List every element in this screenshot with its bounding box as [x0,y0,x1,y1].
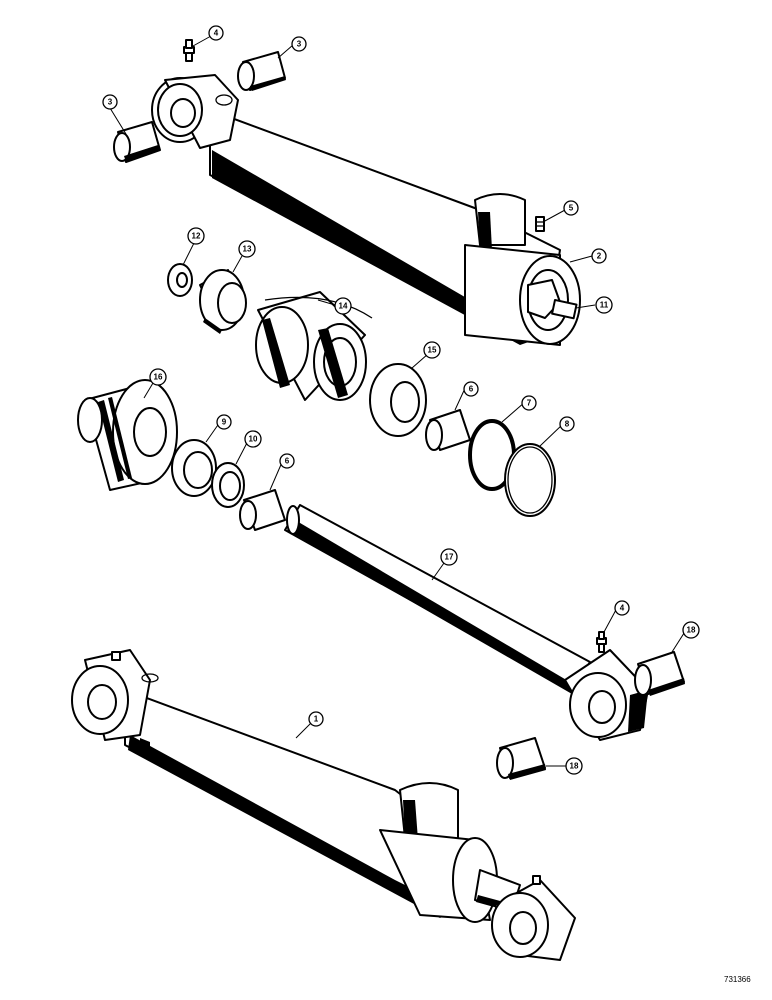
callout-10-wiper: 10 [244,430,262,448]
callout-13-piston-nut: 13 [238,240,256,258]
piston-part [255,291,373,401]
callout-17-rod: 17 [440,548,458,566]
set-screw [535,216,545,232]
svg-text:15: 15 [428,346,437,355]
callout-4-rod-fitting: 4 [614,600,630,616]
callout-9-seal: 9 [216,414,232,430]
callout-8-back-up-ring: 8 [559,416,575,432]
svg-text:6: 6 [469,385,474,394]
leader-lines [109,35,687,767]
svg-text:11: 11 [600,301,609,310]
callout-15-ring: 15 [423,341,441,359]
callout-16-head: 16 [149,368,167,386]
callout-2-barrel: 2 [591,248,607,264]
callout-11-nut: 11 [595,296,613,314]
bushing-upper [237,51,286,91]
callout-3-upper-bushing: 3 [291,36,307,52]
svg-text:4: 4 [214,29,219,38]
callout-18-lower-bushing: 18 [565,757,583,775]
back-up-ring-part [369,363,427,437]
grease-fitting-rod [596,631,607,653]
rod-eye-bushing-upper [634,651,685,696]
svg-text:6: 6 [285,457,290,466]
callout-12-washer: 12 [187,227,205,245]
cylinder-barrel-part [151,74,581,346]
figure-id-code: 731366 [724,975,751,984]
svg-text:4: 4 [620,604,625,613]
callout-6-rod-bushing: 6 [279,453,295,469]
svg-text:3: 3 [108,98,113,107]
svg-text:14: 14 [339,302,348,311]
svg-text:3: 3 [297,40,302,49]
svg-text:7: 7 [527,399,532,408]
washer-part [167,263,193,297]
callout-6-piston-bushing: 6 [463,381,479,397]
svg-text:18: 18 [687,626,696,635]
bushing-left [113,121,161,163]
svg-text:18: 18 [570,762,579,771]
svg-text:8: 8 [565,420,570,429]
wiper-ring-part [211,462,245,508]
callout-4-top-fitting: 4 [208,25,224,41]
callout-7-o-ring: 7 [521,395,537,411]
callout-1-cylinder: 1 [308,711,324,727]
seal-ring-part [171,439,217,497]
svg-text:9: 9 [222,418,227,427]
rod-bushing-part [239,489,286,531]
svg-text:5: 5 [569,204,574,213]
callout-5-set-screw: 5 [563,200,579,216]
callout-14-piston: 14 [334,297,352,315]
svg-text:13: 13 [243,245,252,254]
back-up-ring-large-part [504,443,556,517]
piston-bushing-part [425,409,471,451]
svg-text:10: 10 [249,435,258,444]
cylinder-head-part [77,379,178,491]
svg-text:12: 12 [192,232,201,241]
callout-18-upper-bushing: 18 [682,621,700,639]
cylinder-assembly-part [71,649,576,961]
rod-eye-bushing-lower [496,737,546,780]
piston-nut-part [199,269,247,334]
grease-fitting-top [183,39,195,62]
svg-text:2: 2 [597,252,602,261]
svg-text:1: 1 [314,715,319,724]
svg-text:17: 17 [445,553,454,562]
callout-3-left-bushing: 3 [102,94,118,110]
svg-text:16: 16 [154,373,163,382]
piston-rod-part [284,504,649,741]
